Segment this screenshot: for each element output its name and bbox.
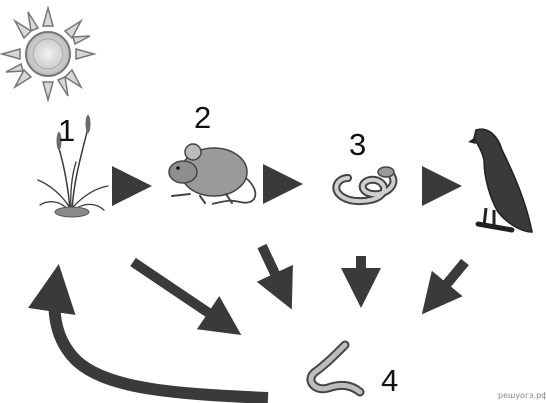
label-mouse: 2	[194, 100, 211, 135]
mouse-icon	[168, 143, 257, 205]
label-plant: 1	[58, 113, 75, 148]
arrow-hawk-to-worm	[421, 258, 469, 315]
hawk-icon	[468, 128, 533, 233]
plant-icon	[37, 115, 109, 218]
snake-icon	[332, 166, 398, 206]
arrow-plant-to-worm	[130, 257, 242, 335]
label-snake: 3	[349, 127, 366, 162]
arrows	[28, 164, 469, 403]
watermark: решуогэ.рф	[498, 391, 546, 400]
sun-icon	[0, 5, 97, 103]
earthworm-icon	[306, 340, 365, 397]
arrow-mouse-to-worm	[256, 243, 293, 310]
arrow-worm-to-plant	[28, 264, 269, 403]
label-worm: 4	[381, 363, 398, 398]
